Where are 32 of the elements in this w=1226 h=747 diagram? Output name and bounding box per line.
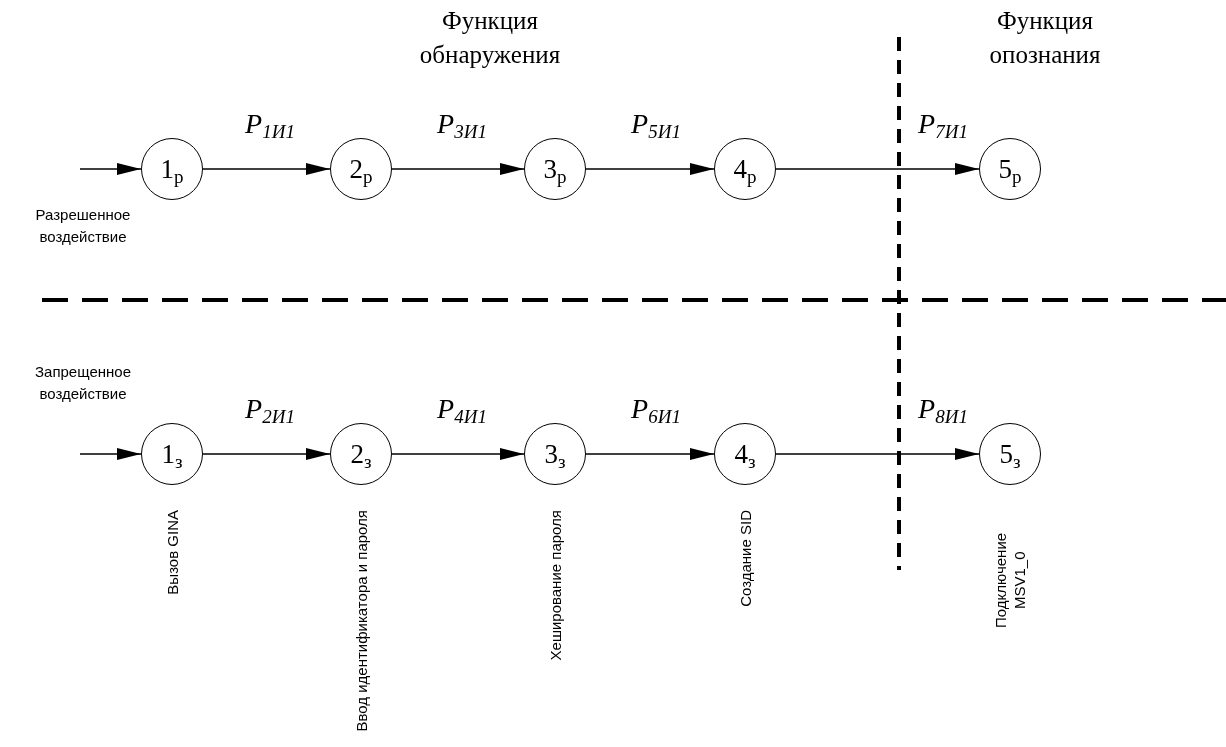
step-caption: Хеширование пароля (545, 510, 565, 661)
arrow (79, 448, 142, 460)
step-caption: Ввод идентификатора и пароля (351, 510, 371, 732)
text-label: Разрешенное воздействие (34, 205, 132, 247)
arrow (391, 163, 525, 175)
edge-label: P$_{3И1}$ (437, 109, 487, 139)
text-label: Функция опознания (988, 6, 1102, 70)
arrow (585, 448, 715, 460)
step-caption: Создание SID (735, 510, 755, 607)
state-number: 5$_{з}$ (999, 439, 1021, 469)
arrow (585, 163, 715, 175)
edge-label: P$_{2И1}$ (245, 394, 295, 424)
edge-label: P$_{5И1}$ (631, 109, 681, 139)
state-number: 3$_{з}$ (544, 439, 566, 469)
arrow (202, 448, 331, 460)
arrow (202, 163, 331, 175)
arrow (775, 448, 980, 460)
step-caption: Подключение MSV1_0 (991, 531, 1029, 630)
state-number: 2$_{з}$ (350, 439, 372, 469)
edge-label: P$_{4И1}$ (437, 394, 487, 424)
state-number: 1$_{з}$ (161, 439, 183, 469)
arrow (79, 163, 142, 175)
state-number: 4$_{з}$ (734, 439, 756, 469)
edge-label: P$_{8И1}$ (918, 394, 968, 424)
text-label: Запрещенное воздействие (34, 362, 132, 404)
edge-label: P$_{6И1}$ (631, 394, 681, 424)
text-label: Функция обнаружения (418, 6, 562, 70)
arrow (775, 163, 980, 175)
arrow (391, 448, 525, 460)
step-caption: Вызов GINA (162, 510, 182, 595)
edge-label: P$_{7И1}$ (918, 109, 968, 139)
edge-label: P$_{1И1}$ (245, 109, 295, 139)
